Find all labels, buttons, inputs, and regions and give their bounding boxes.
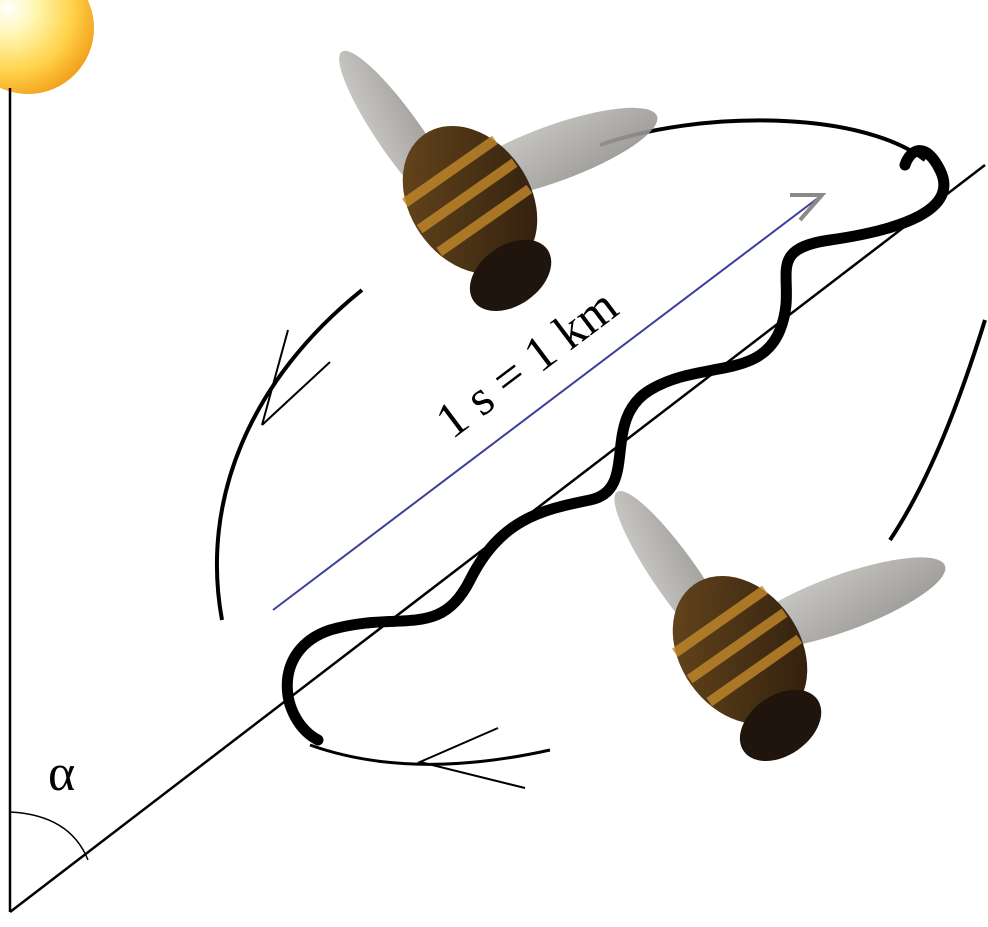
scale-label: 1 s = 1 km — [425, 277, 628, 449]
angle-label: α — [48, 745, 75, 802]
bee-upper — [309, 0, 707, 329]
angle-arc — [10, 812, 88, 860]
bottom-return-loop — [310, 745, 550, 764]
left-return-loop — [217, 290, 362, 620]
right-loop-side — [890, 320, 985, 540]
waggle-run-path — [287, 151, 944, 740]
left-loop-arrowhead — [262, 330, 330, 425]
bee-lower — [576, 358, 988, 779]
sun-icon — [0, 0, 94, 94]
